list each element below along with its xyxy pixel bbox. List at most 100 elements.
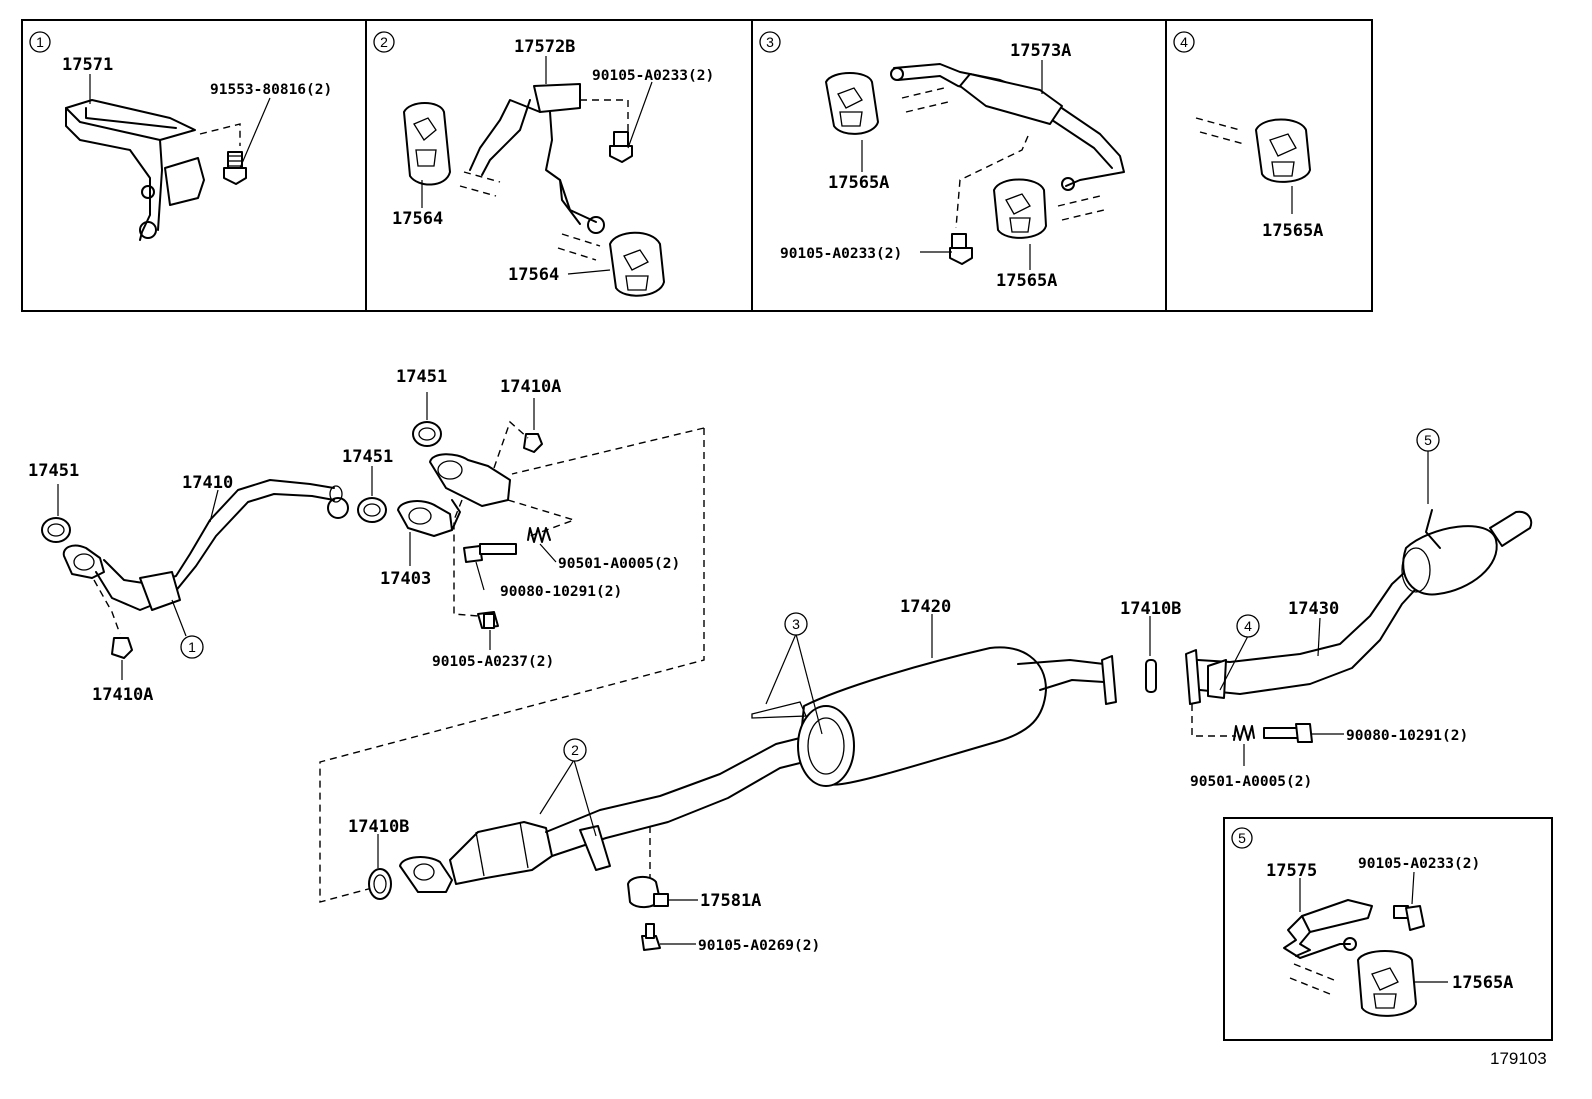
part-label-17451[interactable]: 17451 bbox=[396, 367, 447, 387]
callout-number: 2 bbox=[380, 34, 388, 50]
part-label-17565a[interactable]: 17565A bbox=[1262, 221, 1323, 241]
part-label-90105-a0233[interactable]: 90105-A0233(2) bbox=[592, 68, 714, 84]
dashed-guide bbox=[493, 420, 529, 469]
part-label-90105-a0233[interactable]: 90105-A0233(2) bbox=[1358, 856, 1480, 872]
part-label-17573a[interactable]: 17573A bbox=[1010, 41, 1071, 61]
part-label-17564[interactable]: 17564 bbox=[508, 265, 559, 285]
part-label-17565a[interactable]: 17565A bbox=[828, 173, 889, 193]
front-pipe-assembly: 17451 17410 17410A 1 bbox=[28, 461, 349, 705]
part-label-17565a[interactable]: 17565A bbox=[1452, 973, 1513, 993]
bolt-icon bbox=[1393, 905, 1425, 931]
leader-line bbox=[1411, 871, 1415, 905]
part-label-17410[interactable]: 17410 bbox=[182, 473, 233, 493]
bolt-icon bbox=[1263, 723, 1313, 743]
flange-assembly: 17451 17410A 17451 17403 90501-A0005(2) bbox=[342, 367, 680, 670]
part-label-17410b[interactable]: 17410B bbox=[1120, 599, 1181, 619]
hanger-bracket-icon bbox=[469, 83, 605, 234]
part-label-90080-10291[interactable]: 90080-10291(2) bbox=[500, 584, 622, 600]
part-label-91553-80816[interactable]: 91553-80816(2) bbox=[210, 82, 332, 98]
rubber-hanger-icon bbox=[627, 876, 669, 908]
rubber-mount-icon bbox=[609, 231, 665, 297]
leader-line bbox=[171, 599, 187, 637]
callout-number: 4 bbox=[1180, 34, 1188, 50]
dashed-enclosure bbox=[511, 427, 705, 475]
nut-icon bbox=[523, 433, 543, 453]
bolt-icon bbox=[641, 923, 661, 951]
tail-pipe-icon bbox=[1185, 509, 1533, 705]
dashed-guide bbox=[199, 123, 241, 146]
rubber-mount-icon bbox=[403, 102, 451, 186]
spring-icon bbox=[1233, 725, 1255, 741]
rubber-mount-icon bbox=[1357, 950, 1417, 1017]
part-label-17575[interactable]: 17575 bbox=[1266, 861, 1317, 881]
dashed-guide bbox=[459, 171, 501, 197]
hanger-bar-icon bbox=[890, 63, 1125, 191]
bolt-icon bbox=[477, 611, 499, 629]
part-label-17565a[interactable]: 17565A bbox=[996, 271, 1057, 291]
flange-icon bbox=[397, 453, 511, 537]
dashed-guide bbox=[955, 135, 1029, 229]
bolt-icon bbox=[463, 543, 517, 563]
callout-number: 1 bbox=[36, 34, 44, 50]
dashed-enclosure bbox=[319, 428, 705, 903]
bolt-icon bbox=[223, 151, 247, 185]
part-label-17410a[interactable]: 17410A bbox=[500, 377, 561, 397]
part-label-90105-a0233[interactable]: 90105-A0233(2) bbox=[780, 246, 902, 262]
muffler-icon bbox=[751, 646, 1117, 787]
callout-circle[interactable] bbox=[1236, 614, 1260, 638]
center-pipe-assembly: 17420 3 2 bbox=[399, 597, 1117, 893]
dashed-guide bbox=[1057, 195, 1105, 221]
part-label-90080-10291[interactable]: 90080-10291(2) bbox=[1346, 728, 1468, 744]
part-label-17403[interactable]: 17403 bbox=[380, 569, 431, 589]
callout-circle[interactable] bbox=[373, 31, 395, 53]
part-label-90105-a0269[interactable]: 90105-A0269(2) bbox=[698, 938, 820, 954]
part-label-90501-a0005[interactable]: 90501-A0005(2) bbox=[558, 556, 680, 572]
front-pipe-icon bbox=[62, 479, 349, 611]
leader-line bbox=[573, 759, 597, 837]
callout-number: 2 bbox=[571, 742, 579, 758]
detail-panels-frame bbox=[21, 19, 1373, 312]
part-label-17572b[interactable]: 17572B bbox=[514, 37, 575, 57]
part-label-17430[interactable]: 17430 bbox=[1288, 599, 1339, 619]
dashed-guide bbox=[1289, 963, 1335, 995]
gasket-ring-icon bbox=[41, 517, 71, 543]
callout-number: 5 bbox=[1238, 830, 1246, 846]
part-label-17420[interactable]: 17420 bbox=[900, 597, 951, 617]
hanger-bracket-icon bbox=[579, 825, 611, 871]
callout-number: 1 bbox=[188, 639, 196, 655]
part-label-17410b[interactable]: 17410B bbox=[348, 817, 409, 837]
part-label-17451[interactable]: 17451 bbox=[28, 461, 79, 481]
detail-panel-5-frame bbox=[1223, 817, 1553, 1041]
part-label-90105-a0237[interactable]: 90105-A0237(2) bbox=[432, 654, 554, 670]
detail-panel-2: 2 17572B 90105-A023 bbox=[373, 31, 714, 297]
callout-circle[interactable] bbox=[1231, 827, 1253, 849]
part-label-17564[interactable]: 17564 bbox=[392, 209, 443, 229]
rubber-mount-icon bbox=[993, 178, 1047, 239]
callout-circle[interactable] bbox=[1416, 428, 1440, 452]
part-label-90501-a0005[interactable]: 90501-A0005(2) bbox=[1190, 774, 1312, 790]
dashed-guide bbox=[580, 99, 629, 132]
callout-number: 4 bbox=[1244, 618, 1252, 634]
part-label-17581a[interactable]: 17581A bbox=[700, 891, 761, 911]
spring-icon bbox=[527, 527, 551, 543]
callout-circle[interactable] bbox=[29, 31, 51, 53]
dashed-guide bbox=[507, 499, 577, 537]
dashed-guide bbox=[557, 233, 601, 261]
part-label-17451[interactable]: 17451 bbox=[342, 447, 393, 467]
gasket-ring-icon bbox=[368, 868, 392, 900]
rubber-mount-icon bbox=[825, 72, 879, 135]
callout-circle[interactable] bbox=[180, 635, 204, 659]
gasket-ring-icon bbox=[412, 421, 442, 447]
nut-icon bbox=[111, 637, 133, 659]
gasket-ring-icon bbox=[357, 497, 387, 523]
dashed-guide bbox=[901, 87, 949, 113]
callout-circle[interactable] bbox=[563, 738, 587, 762]
callout-circle[interactable] bbox=[1173, 31, 1195, 53]
part-label-17571[interactable]: 17571 bbox=[62, 55, 113, 75]
callout-circle[interactable] bbox=[759, 31, 781, 53]
center-pipe-upper bbox=[545, 737, 801, 833]
part-label-17410a[interactable]: 17410A bbox=[92, 685, 153, 705]
leader-line bbox=[795, 633, 823, 735]
callout-circle[interactable] bbox=[784, 612, 808, 636]
